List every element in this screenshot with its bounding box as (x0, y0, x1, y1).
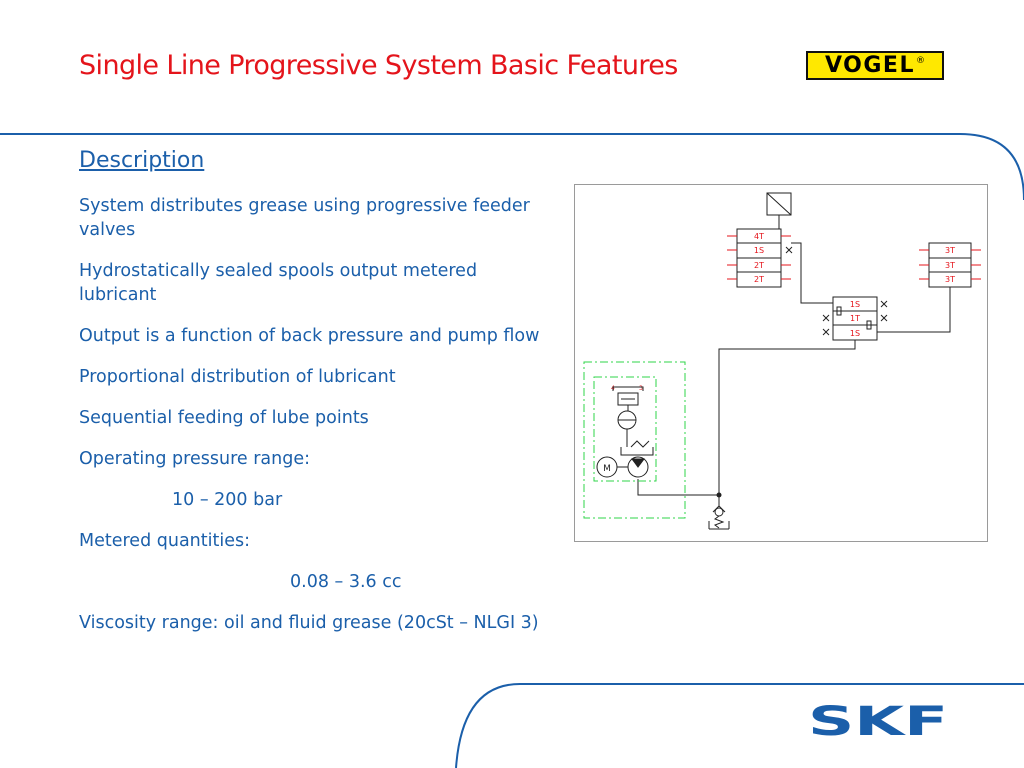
pump-unit-boundary-inner (593, 376, 657, 482)
feature-item: Output is a function of back pressure an… (79, 326, 540, 346)
valve-right-label: 3T (945, 261, 955, 270)
pipe-lines (637, 242, 951, 506)
valve-block-left (736, 228, 782, 288)
pump-unit-boundary-outer (583, 361, 686, 519)
motor-pump-symbol (596, 456, 649, 478)
valve-center-label: 1S (850, 300, 860, 309)
vogel-logo: VOGEL ® (806, 51, 944, 80)
skf-logo: SKF (808, 702, 948, 740)
vogel-registered-mark: ® (915, 55, 925, 66)
feature-item: Hydrostatically sealed spools output met… (79, 261, 478, 305)
description-section: Description System distributes grease us… (79, 146, 549, 652)
reservoir-symbol (612, 386, 654, 456)
pump-marker: 3 (639, 385, 643, 392)
feature-item: Viscosity range: oil and fluid grease (2… (79, 613, 539, 633)
feature-item: System distributes grease using progress… (79, 196, 530, 240)
valve-left-label: 4T (754, 232, 764, 241)
valve-left-label: 2T (754, 261, 764, 270)
valve-right-label: 3T (945, 275, 955, 284)
feature-item: Proportional distribution of lubricant (79, 367, 396, 387)
check-valve-symbol (708, 505, 730, 530)
skf-logo-text: SKF (808, 702, 948, 740)
valve-right-label: 3T (945, 246, 955, 255)
valve-left-label: 2T (754, 275, 764, 284)
motor-label: M (603, 464, 611, 474)
slide-title: Single Line Progressive System Basic Fea… (79, 50, 678, 81)
valve-center-label: 1S (850, 329, 860, 338)
feature-item: Sequential feeding of lube points (79, 408, 369, 428)
system-schematic: 4T 1S 2T 2T 3T 3T 3T 1S 1T 1S (574, 184, 988, 542)
description-heading: Description (79, 148, 205, 173)
valve-left-label: 1S (754, 246, 764, 255)
valve-center-label: 1T (850, 314, 860, 323)
pressure-range-value: 10 – 200 bar (172, 490, 283, 510)
schematic-drawing: 4T 1S 2T 2T 3T 3T 3T 1S 1T 1S (583, 192, 981, 530)
feature-item: Operating pressure range: (79, 449, 310, 469)
feature-item: Metered quantities: (79, 531, 250, 551)
metered-quantity-value: 0.08 – 3.6 cc (290, 572, 402, 592)
vogel-logo-text: VOGEL (825, 53, 915, 78)
